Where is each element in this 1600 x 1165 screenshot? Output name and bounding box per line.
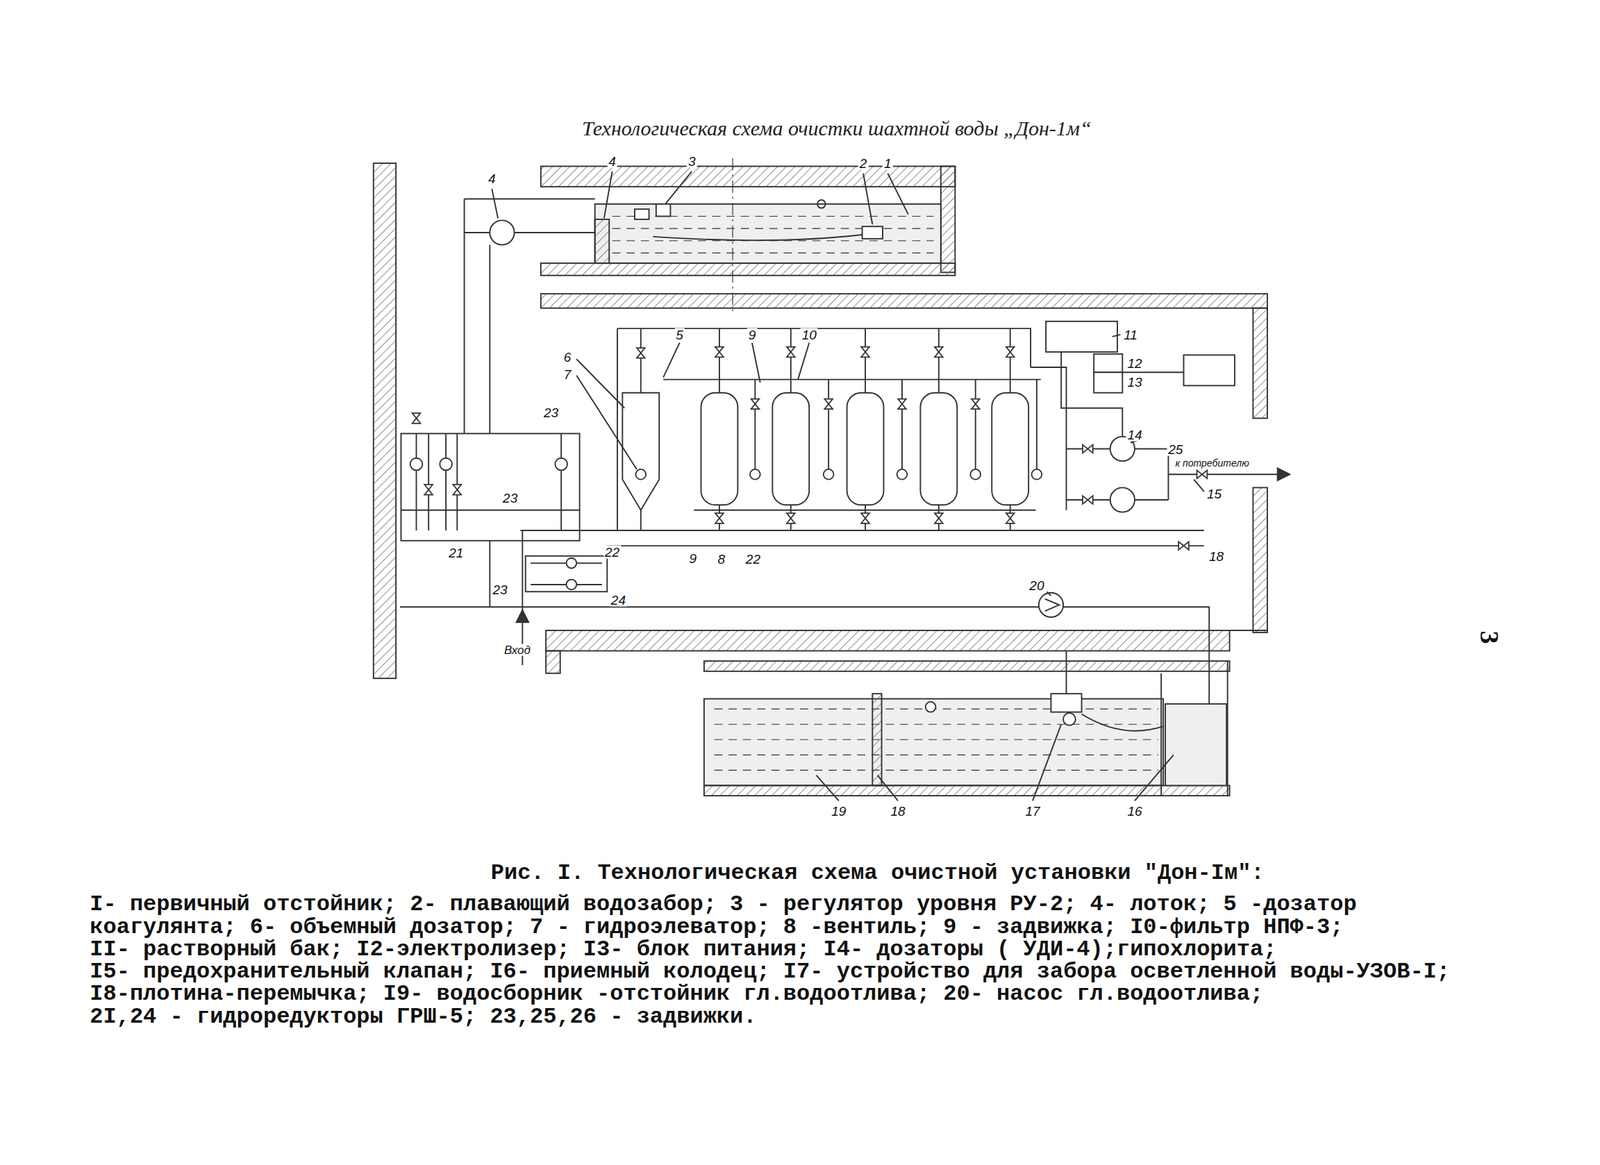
callout-number: 19: [829, 804, 848, 819]
callout-number: 22: [744, 552, 762, 566]
callout-number: 15: [1205, 487, 1223, 501]
callout-number: 22: [603, 545, 621, 559]
legend-line: I5- предохранительный клапан; I6- приемн…: [89, 961, 1450, 984]
callout-number: 23: [542, 405, 560, 419]
callout-number: 6: [562, 350, 573, 364]
callout-number: 12: [1125, 356, 1144, 371]
callout-number: 20: [1027, 579, 1046, 593]
legend-line: I- первичный отстойник; 2- плавающий вод…: [89, 893, 1357, 916]
callout-number: 18: [1207, 549, 1225, 563]
callout-number: 18: [888, 804, 907, 819]
callout-number: 4: [606, 154, 618, 169]
callout-number: 8: [716, 552, 728, 566]
legend-line: II- растворный бак; I2-электролизер; I3-…: [89, 938, 1277, 962]
legend-line: коагулянта; 6- объемный дозатор; 7 - гид…: [89, 916, 1344, 939]
callout-number: 7: [562, 368, 573, 382]
figure-title: Технологическая схема очистки шахтной во…: [581, 116, 1092, 141]
callout-number: 3: [686, 154, 698, 169]
callout-number: 5: [674, 327, 685, 341]
callout-number: 13: [1125, 375, 1144, 389]
callout-number: 9: [747, 327, 758, 341]
callout-number: 23: [501, 491, 519, 505]
callout-number: 1: [882, 156, 894, 171]
callout-number: 24: [609, 593, 628, 607]
figure-caption: Рис. I. Технологическая схема очистной у…: [490, 862, 1265, 885]
callout-number: 4: [486, 172, 498, 186]
callout-number: 10: [800, 327, 819, 341]
flow-label: Вход: [502, 644, 532, 657]
callout-number: 11: [1122, 327, 1139, 341]
legend-line: 2I,24 - гидроредукторы ГРШ-5; 23,25,26 -…: [89, 1006, 757, 1029]
callout-number: 25: [1166, 442, 1185, 456]
callout-number: 23: [490, 583, 509, 597]
callout-number: 17: [1023, 804, 1041, 819]
legend-line: I8-плотина-перемычка; I9- водосборник -о…: [89, 983, 1264, 1006]
callout-number: 14: [1125, 427, 1144, 441]
callout-number: 9: [687, 551, 698, 565]
callout-number: 16: [1125, 804, 1144, 819]
callout-number: 21: [447, 546, 465, 560]
page-number: 3: [1476, 631, 1503, 645]
callout-number: 2: [858, 156, 869, 171]
flow-label: к потребителю: [1174, 458, 1251, 469]
